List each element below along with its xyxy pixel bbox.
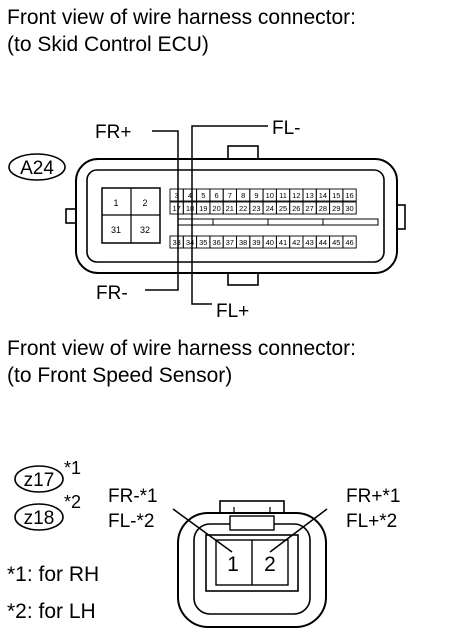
pin-24: 24 bbox=[266, 204, 274, 213]
connector-body-outer bbox=[75, 158, 398, 274]
sensor-right-label-1: FR+*1 bbox=[346, 486, 400, 507]
heading-ecu-line2: (to Skid Control ECU) bbox=[7, 33, 209, 56]
sensor-connector-codes: z17 *1 z18 *2 bbox=[14, 458, 81, 531]
pin-31: 31 bbox=[111, 225, 121, 235]
leader-sensor-left bbox=[172, 508, 233, 553]
pin-40: 40 bbox=[266, 238, 274, 247]
callout-fr-plus: FR+ bbox=[95, 122, 131, 143]
pin-45: 45 bbox=[332, 238, 340, 247]
pin-27: 27 bbox=[305, 204, 313, 213]
pin-42: 42 bbox=[292, 238, 300, 247]
pin-housing bbox=[205, 534, 299, 592]
leader-fl bbox=[191, 125, 268, 305]
pin-5: 5 bbox=[201, 191, 205, 200]
pin-cell bbox=[342, 188, 357, 202]
pin-1: 1 bbox=[113, 198, 118, 208]
connector-code-z18: z18 bbox=[24, 508, 55, 529]
sensor-pin-2: 2 bbox=[264, 553, 276, 576]
connector-body-inner bbox=[86, 169, 385, 263]
pin-22: 22 bbox=[239, 204, 247, 213]
pin-26: 26 bbox=[292, 204, 300, 213]
pin-18: 18 bbox=[186, 204, 194, 213]
note-z18: *2 bbox=[64, 492, 81, 512]
pin-37: 37 bbox=[226, 238, 234, 247]
heading-ecu-line1: Front view of wire harness connector: bbox=[7, 6, 356, 29]
sensor-right-label-2: FL+*2 bbox=[346, 511, 397, 532]
pin-3: 3 bbox=[175, 191, 179, 200]
pin-21: 21 bbox=[226, 204, 234, 213]
pin-43: 43 bbox=[305, 238, 313, 247]
pin-23: 23 bbox=[252, 204, 260, 213]
pin-13: 13 bbox=[305, 191, 313, 200]
pin-8: 8 bbox=[241, 191, 245, 200]
leader-fr bbox=[145, 130, 179, 291]
connector-code-z17: z17 bbox=[24, 470, 55, 491]
pin-16: 16 bbox=[345, 191, 353, 200]
note-z17: *1 bbox=[64, 458, 81, 478]
callout-fl-minus: FL- bbox=[272, 118, 301, 139]
footnote-rh: *1: for RH bbox=[7, 563, 100, 586]
pin-15: 15 bbox=[332, 191, 340, 200]
pin-36: 36 bbox=[212, 238, 220, 247]
pin-34: 34 bbox=[186, 238, 194, 247]
pin-9: 9 bbox=[254, 191, 258, 200]
pin-6: 6 bbox=[215, 191, 219, 200]
pin-35: 35 bbox=[199, 238, 207, 247]
pin-17: 17 bbox=[173, 204, 181, 213]
pin-39: 39 bbox=[252, 238, 260, 247]
pin-7: 7 bbox=[228, 191, 232, 200]
connector-code-z17-oval bbox=[14, 465, 64, 493]
pin-28: 28 bbox=[319, 204, 327, 213]
pin-30: 30 bbox=[345, 204, 353, 213]
pin-33: 33 bbox=[173, 238, 181, 247]
callout-fr-minus: FR- bbox=[96, 283, 128, 304]
pin-14: 14 bbox=[319, 191, 327, 200]
leader-sensor-right bbox=[269, 508, 328, 553]
pin-46: 46 bbox=[345, 238, 353, 247]
sensor-connector: 1 2 FR-*1 FL-*2 FR+*1 FL+*2 bbox=[108, 486, 400, 628]
pin-11: 11 bbox=[279, 191, 287, 200]
pin-4: 4 bbox=[188, 191, 192, 200]
pin-41: 41 bbox=[279, 238, 287, 247]
sensor-left-label-1: FR-*1 bbox=[108, 486, 158, 507]
connector-code-a24: A24 bbox=[20, 158, 54, 179]
pin-10: 10 bbox=[266, 191, 274, 200]
footnote-lh: *2: for LH bbox=[7, 600, 96, 623]
pin-19: 19 bbox=[199, 204, 207, 213]
pin-25: 25 bbox=[279, 204, 287, 213]
pin-32: 32 bbox=[140, 225, 150, 235]
pin-cell bbox=[342, 235, 357, 249]
top-latch bbox=[227, 145, 259, 161]
connector-code-z18-oval bbox=[14, 503, 64, 531]
pin-2: 2 bbox=[142, 198, 147, 208]
sensor-pin-1: 1 bbox=[227, 553, 239, 576]
pin-20: 20 bbox=[212, 204, 220, 213]
pin-29: 29 bbox=[332, 204, 340, 213]
pin-44: 44 bbox=[319, 238, 327, 247]
callout-fl-plus: FL+ bbox=[216, 301, 249, 322]
pin-12: 12 bbox=[292, 191, 300, 200]
sensor-left-label-2: FL-*2 bbox=[108, 511, 154, 532]
connector-code-a24-oval bbox=[8, 153, 66, 181]
pin-38: 38 bbox=[239, 238, 247, 247]
heading-sensor-line2: (to Front Speed Sensor) bbox=[7, 364, 233, 387]
pin-cell bbox=[342, 201, 357, 215]
heading-sensor-line1: Front view of wire harness connector: bbox=[7, 337, 356, 360]
